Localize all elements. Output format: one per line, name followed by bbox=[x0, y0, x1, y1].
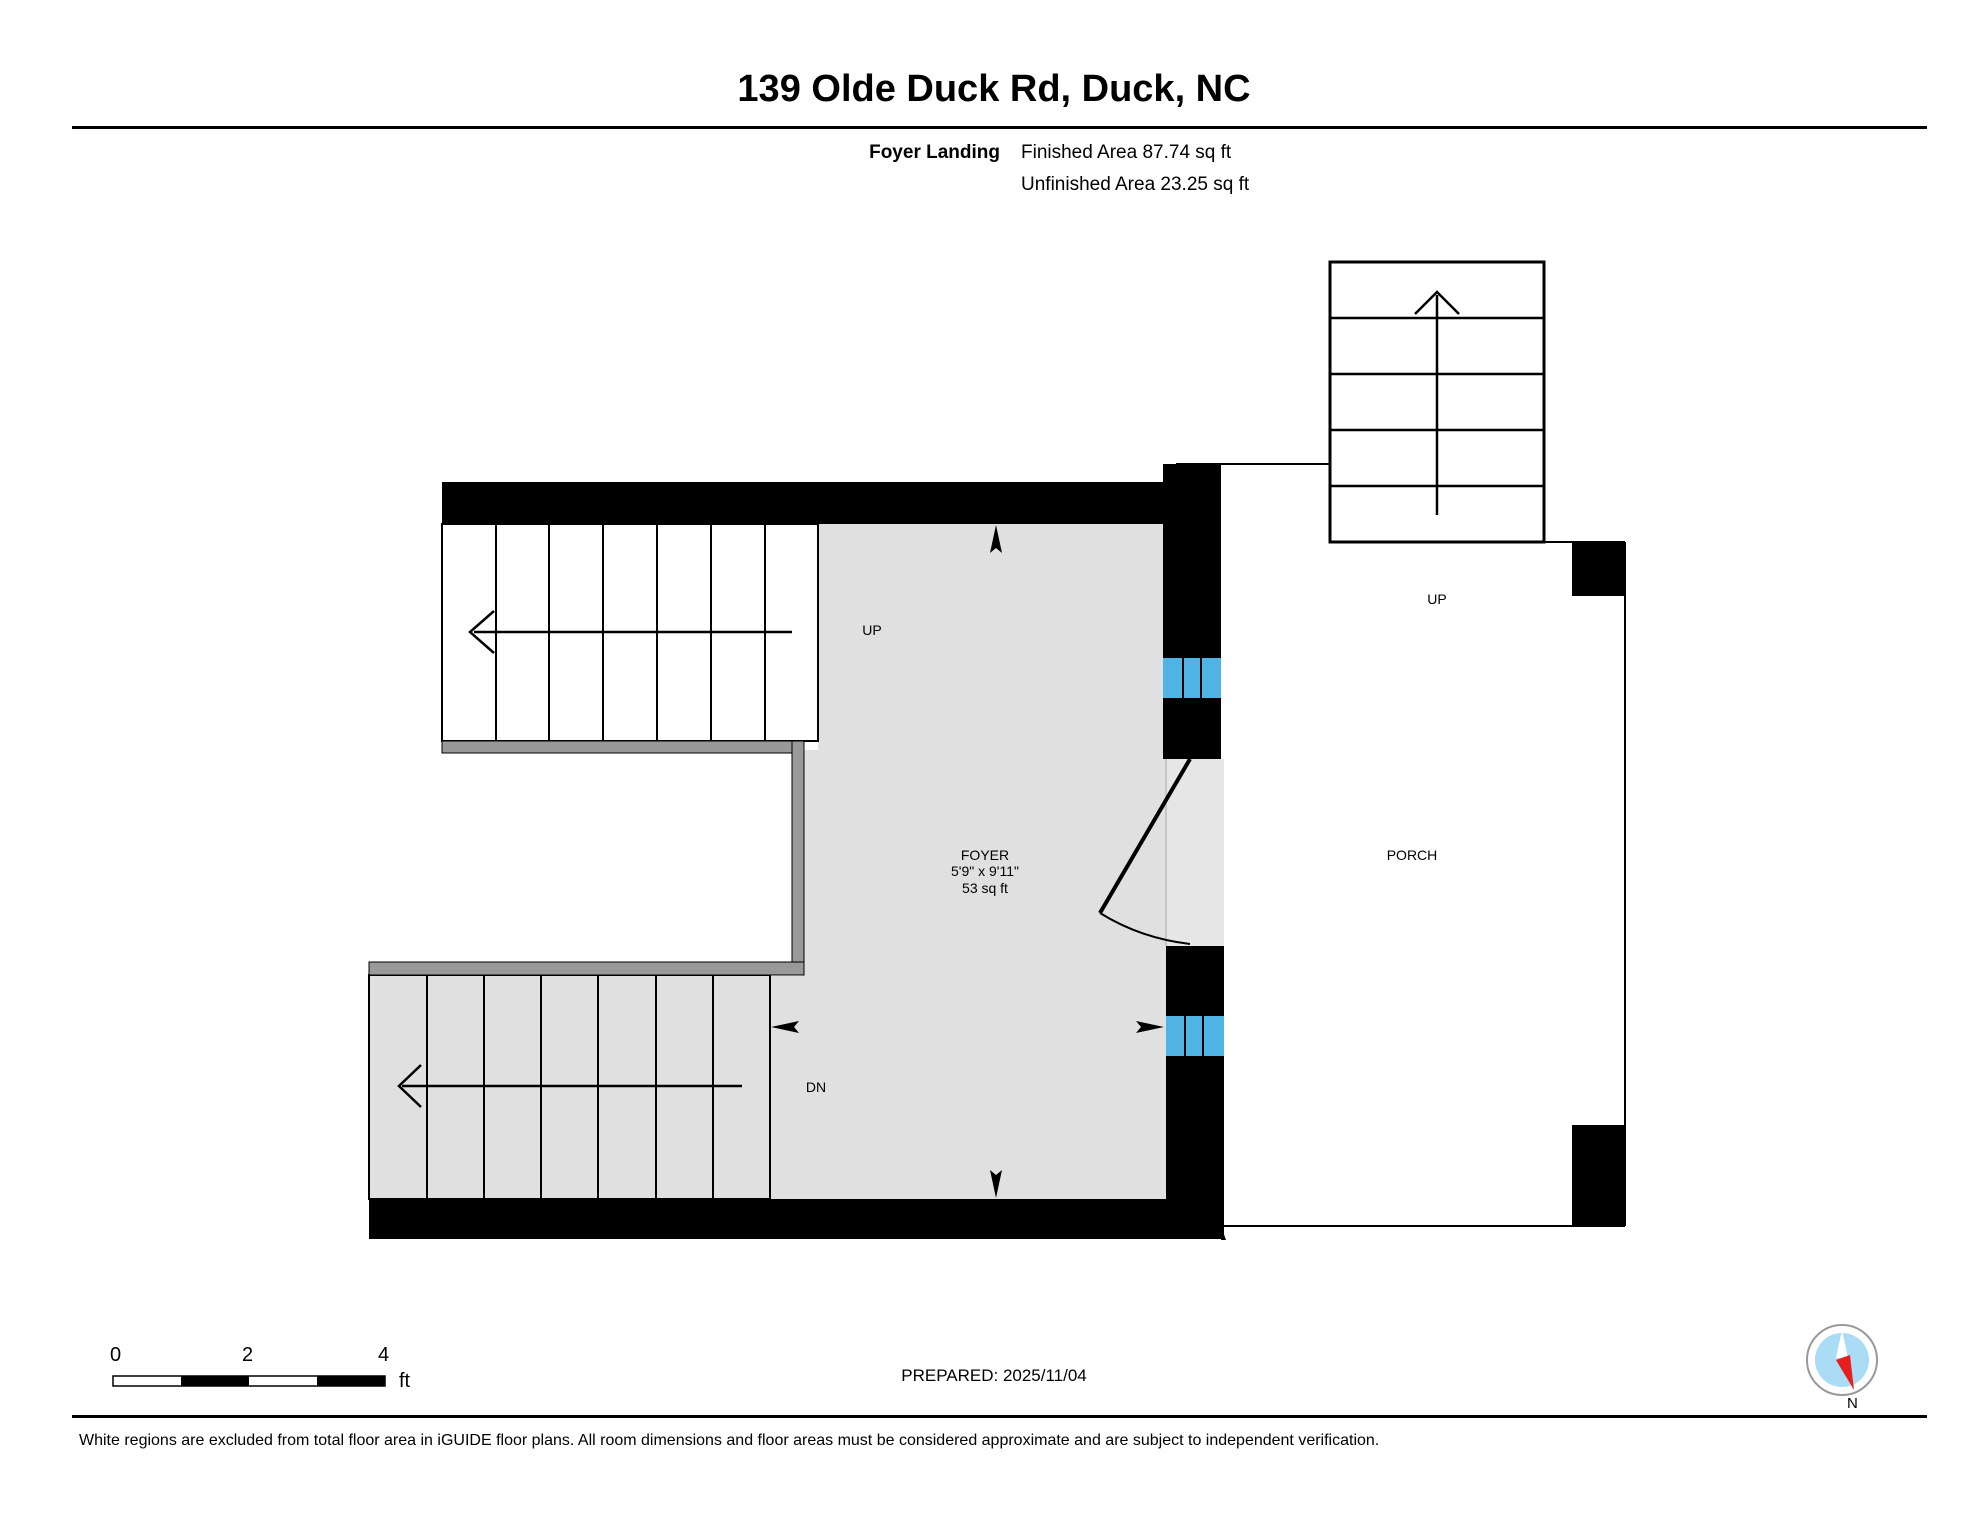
porch-stair bbox=[1328, 260, 1546, 544]
porch-post-lower bbox=[1572, 1125, 1625, 1226]
wall-bottom bbox=[369, 1199, 1224, 1239]
foyer-down-label: DN bbox=[806, 1079, 826, 1095]
doorway-floor bbox=[1166, 759, 1224, 946]
partition-walls bbox=[368, 740, 805, 976]
compass bbox=[1806, 1324, 1878, 1396]
door-leaf bbox=[1098, 757, 1192, 915]
wall-right-upper bbox=[1163, 464, 1221, 759]
exterior-walls bbox=[369, 464, 1226, 1240]
foyer-floor bbox=[369, 524, 1224, 1202]
compass-needle-south bbox=[1836, 1330, 1848, 1358]
prepared-date: PREPARED: 2025/11/04 bbox=[901, 1366, 1087, 1385]
porch-up-label: UP bbox=[1427, 591, 1446, 607]
dimension-arrow-left bbox=[771, 1021, 799, 1033]
scale-tick-0: 0 bbox=[110, 1344, 122, 1366]
compass-north-label: N bbox=[1847, 1395, 1858, 1412]
partition-upper bbox=[441, 740, 805, 754]
door-swing-arc bbox=[1099, 912, 1191, 945]
window-upper bbox=[1163, 658, 1221, 698]
partition-vertical bbox=[791, 740, 805, 976]
porch-posts bbox=[1572, 542, 1625, 1226]
window-lower bbox=[1166, 1016, 1224, 1056]
floor-name: Foyer Landing bbox=[869, 142, 1000, 163]
footer-disclaimer: White regions are excluded from total fl… bbox=[79, 1432, 1380, 1449]
lower-stair-arrowhead bbox=[397, 1064, 422, 1108]
porch-stair-arrowhead bbox=[1414, 290, 1460, 315]
header-rule bbox=[72, 126, 1927, 129]
upper-stair-arrowhead bbox=[468, 610, 495, 654]
compass-needle-north bbox=[1836, 1355, 1854, 1390]
finished-area: Finished Area 87.74 sq ft bbox=[1021, 142, 1232, 163]
front-door bbox=[1098, 757, 1192, 946]
dimension-arrow-right bbox=[1136, 1021, 1164, 1033]
dimension-arrows bbox=[771, 525, 1164, 1198]
foyer-up-label: UP bbox=[862, 622, 881, 638]
wall-right-lower bbox=[1166, 946, 1224, 1239]
porch-outline bbox=[1176, 463, 1626, 1227]
foyer-dimensions: 5'9" x 9'11" bbox=[951, 863, 1019, 879]
foyer-floor-main bbox=[818, 524, 1166, 1202]
scale-unit: ft bbox=[399, 1370, 411, 1392]
upper-stair bbox=[441, 523, 819, 742]
partition-lower bbox=[368, 961, 805, 976]
porch-name: PORCH bbox=[1387, 847, 1438, 863]
wall-top bbox=[442, 482, 1166, 524]
wall-corner bbox=[1221, 1226, 1226, 1240]
lower-stair-floor bbox=[369, 976, 821, 1202]
dimension-arrow-bottom bbox=[990, 1170, 1002, 1198]
unfinished-area: Unfinished Area 23.25 sq ft bbox=[1021, 174, 1250, 195]
scale-bar-segment bbox=[317, 1376, 385, 1386]
scale-bar bbox=[112, 1375, 386, 1387]
scale-tick-2: 2 bbox=[242, 1344, 254, 1366]
foyer-floor-strip bbox=[802, 750, 822, 976]
porch-post-upper bbox=[1572, 542, 1625, 596]
page-title: 139 Olde Duck Rd, Duck, NC bbox=[737, 68, 1251, 110]
scale-tick-4: 4 bbox=[378, 1344, 390, 1366]
dimension-arrow-top bbox=[990, 525, 1002, 553]
scale-bar-segment bbox=[181, 1376, 249, 1386]
windows bbox=[1163, 658, 1224, 1056]
footer-rule bbox=[72, 1415, 1927, 1418]
foyer-area: 53 sq ft bbox=[962, 880, 1008, 896]
foyer-name: FOYER bbox=[961, 847, 1009, 863]
